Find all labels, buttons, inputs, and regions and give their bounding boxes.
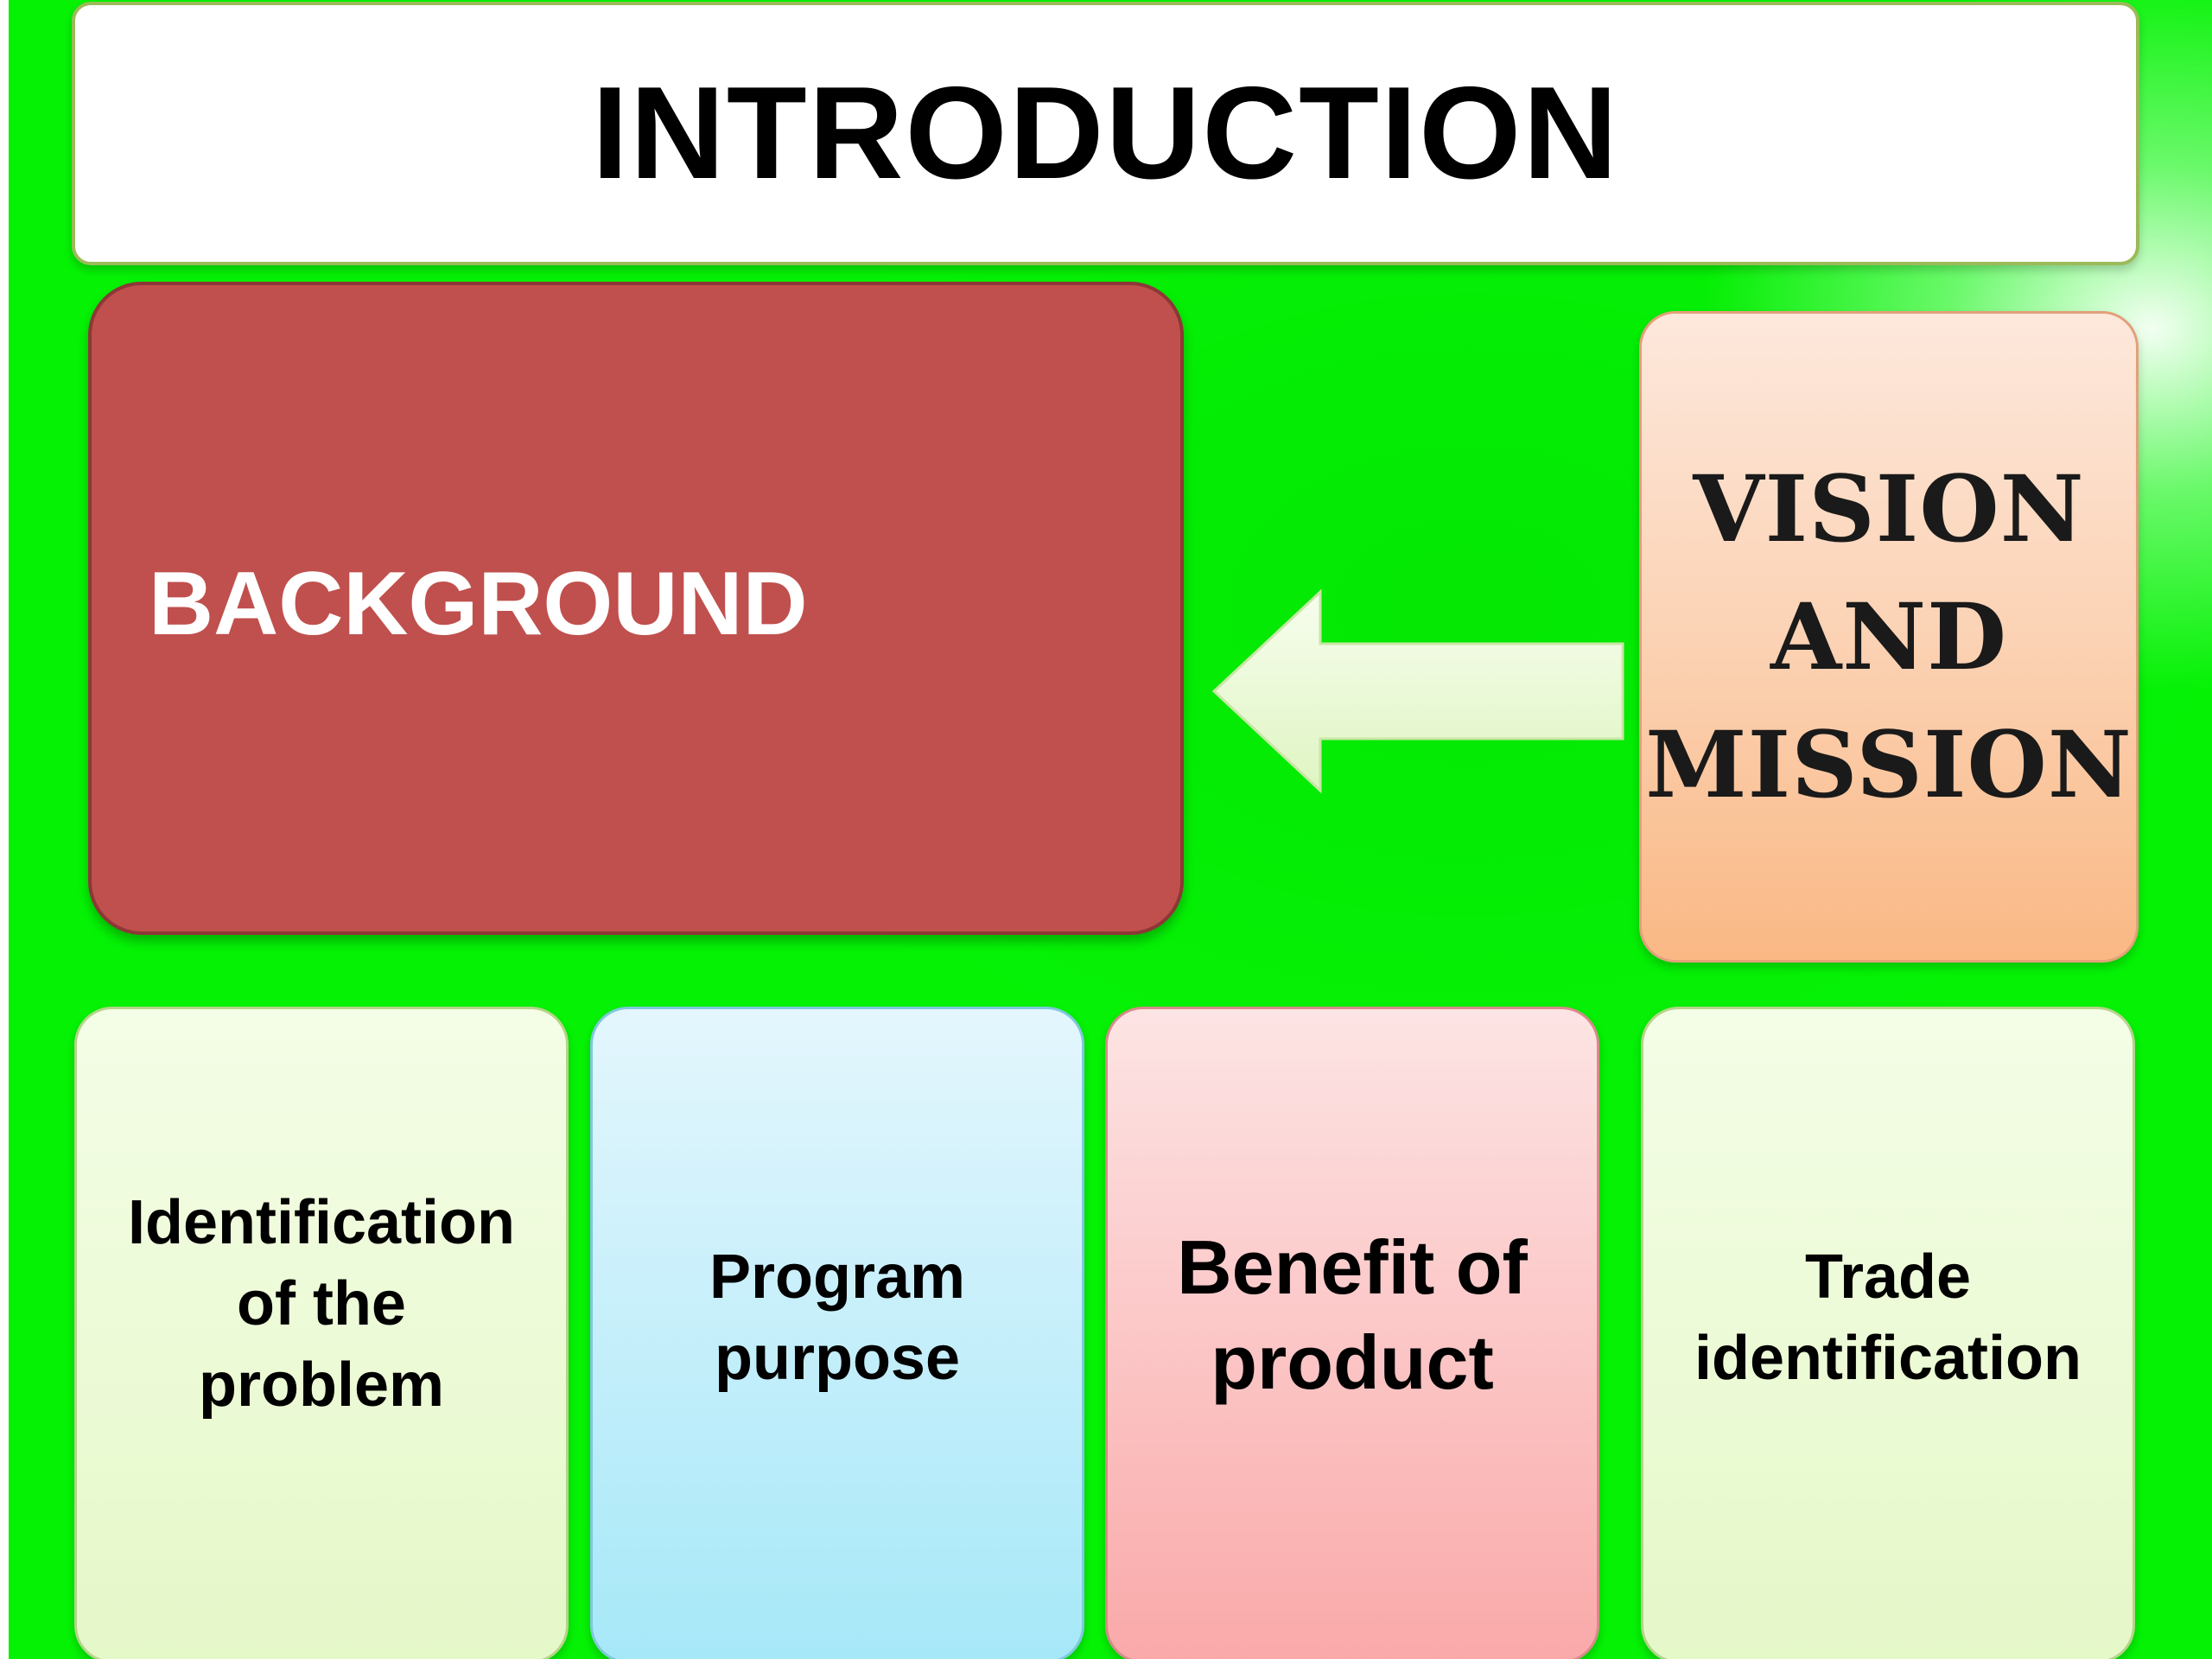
card-identification-of-the-problem: Identification of the problem (74, 1007, 569, 1659)
card-line: product (1211, 1319, 1494, 1405)
vision-box: VISION AND MISSION (1639, 311, 2139, 963)
card-trade-identification: Trade identification (1641, 1007, 2135, 1659)
card-program-purpose: Program purpose (590, 1007, 1084, 1659)
vision-line: VISION (1693, 454, 2085, 563)
card-line: Trade (1804, 1243, 1972, 1312)
card-text: Trade identification (1694, 1236, 2082, 1399)
vision-line: AND (1770, 582, 2008, 690)
card-line: of the (237, 1269, 406, 1338)
card-text: Benefit of product (1177, 1220, 1528, 1410)
card-line: Identification (128, 1188, 515, 1257)
card-line: purpose (714, 1324, 961, 1393)
vision-text: VISION AND MISSION (1645, 445, 2133, 829)
card-line: identification (1694, 1324, 2082, 1393)
title-box: INTRODUCTION (72, 2, 2139, 265)
vision-line: MISSION (1645, 710, 2133, 818)
slide-left-edge (0, 0, 9, 1659)
slide-title: INTRODUCTION (591, 60, 1620, 207)
left-arrow-icon (1211, 588, 1624, 794)
card-benefit-of-product: Benefit of product (1105, 1007, 1599, 1659)
card-line: problem (198, 1351, 445, 1420)
card-line: Benefit of (1177, 1224, 1528, 1310)
card-line: Program (709, 1243, 966, 1312)
card-text: Identification of the problem (128, 1182, 515, 1426)
background-label: BACKGROUND (149, 554, 808, 654)
card-text: Program purpose (709, 1236, 965, 1399)
background-box: BACKGROUND (88, 282, 1184, 935)
